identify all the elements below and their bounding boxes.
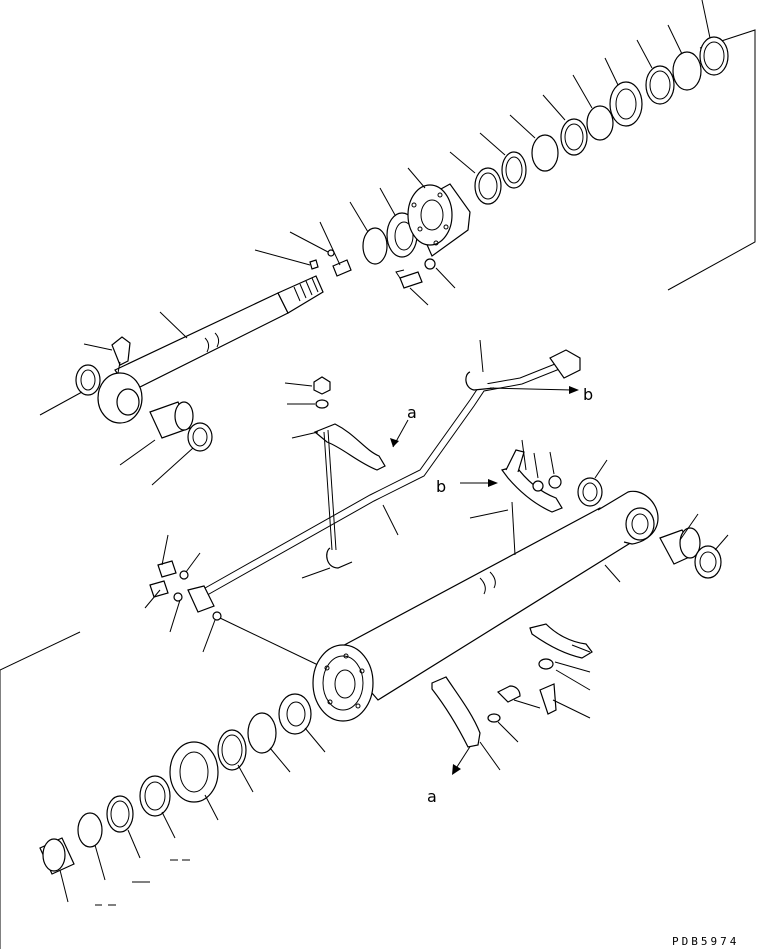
- piston-rod-assembly: [97, 275, 324, 424]
- leader-lines-upper: [39, 0, 711, 486]
- callout-label-b-left: b: [436, 477, 446, 496]
- seal-rings-upper: [474, 36, 729, 205]
- tube-clamp-parts: [149, 371, 495, 602]
- hydraulic-tube: [187, 349, 581, 621]
- drawing-code: PDB5974: [672, 935, 739, 948]
- callout-label-a-upper: a: [407, 403, 417, 422]
- cylinder-bottom-bushing-parts: [577, 477, 722, 579]
- leader-lines-lower: [59, 439, 729, 906]
- leader-lines-tube: [144, 339, 573, 666]
- seal-rings-lower: [39, 693, 312, 875]
- rod-eye-bushing-parts: [75, 364, 213, 452]
- cylinder-tube: [312, 490, 659, 722]
- clamps-lower: [431, 449, 593, 748]
- cylinder-head: [362, 183, 471, 289]
- callout-label-a-lower: a: [427, 787, 437, 806]
- pin-and-plug: [309, 249, 352, 277]
- frame-lines: [0, 29, 756, 949]
- callout-label-b-right: b: [583, 385, 593, 404]
